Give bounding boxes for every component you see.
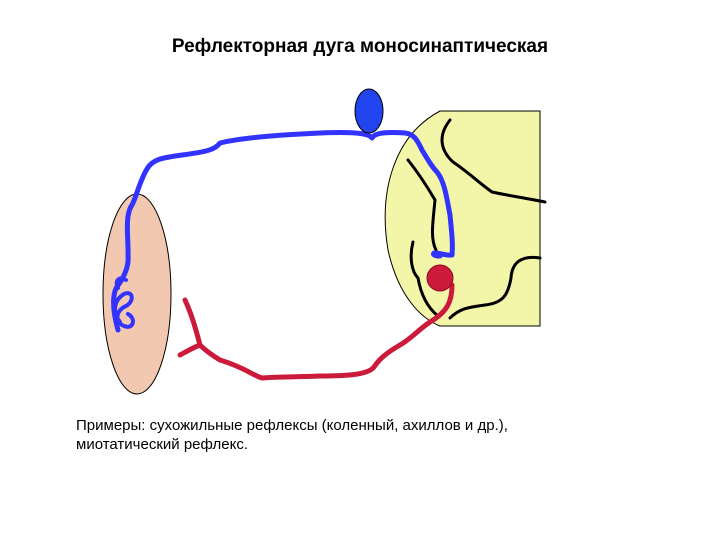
caption: Примеры: сухожильные рефлексы (коленный,…: [76, 416, 676, 454]
spinal-cord-section: [384, 110, 541, 327]
caption-line-2: миотатический рефлекс.: [76, 436, 249, 453]
motor-end-plate: [177, 297, 203, 358]
motor-neuron: [197, 282, 455, 381]
sensory-ganglion: [354, 88, 384, 134]
caption-line-1: Примеры: сухожильные рефлексы (коленный,…: [76, 417, 508, 434]
muscle-spindle-coil: [113, 276, 135, 329]
sensory-neuron: [111, 130, 455, 333]
page-title: Рефлекторная дуга моносинаптическая: [171, 36, 549, 57]
grey-matter-outline: [406, 118, 547, 320]
motor-neuron-soma: [426, 264, 454, 292]
